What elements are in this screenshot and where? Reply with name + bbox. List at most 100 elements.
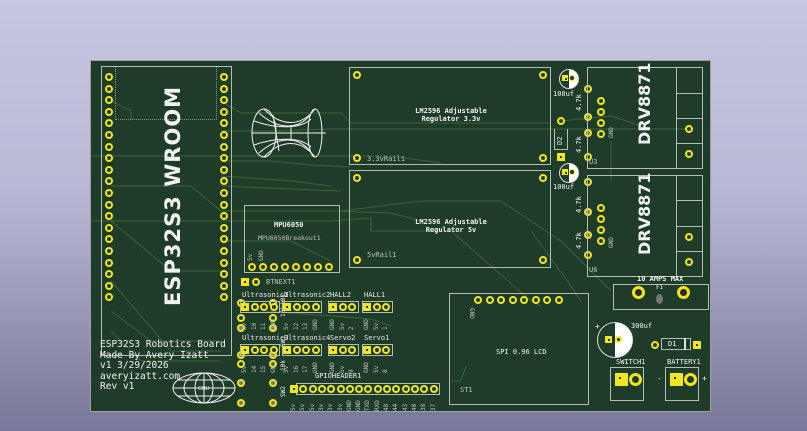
mpu6050-pin [303, 263, 311, 271]
mpu6050-title: MPU6050 [274, 221, 304, 229]
pad [569, 75, 575, 81]
pad [584, 251, 592, 259]
resistor-label: 4.7k [575, 136, 583, 153]
gpio-pin [290, 385, 298, 393]
esp32-pin [220, 281, 228, 290]
motor-driver-u3-label: DRV8871 [635, 62, 654, 145]
switch-pad[interactable] [269, 379, 277, 387]
battery-pad-negative[interactable] [670, 373, 683, 386]
mpu6050-pin-5v: 5v [247, 253, 254, 261]
header-pin-label: GND [311, 319, 319, 330]
esp32-pin [220, 293, 228, 302]
fuse-title: 10 AMPS MAX [637, 275, 684, 283]
lcd-ref: ST1 [460, 386, 473, 394]
switch-ref: SWITCH1 [616, 358, 646, 366]
esp32-pin [105, 177, 113, 186]
pad [597, 119, 605, 127]
gpio-pin-label: 43 [401, 403, 409, 411]
header-pin-label: 5v [372, 322, 380, 330]
switch-pad[interactable] [237, 314, 245, 322]
pad [597, 215, 605, 223]
lcd-pin [474, 296, 482, 304]
header-pin-label: 15 [260, 365, 267, 373]
header-outline [328, 301, 359, 313]
switch-pad[interactable] [615, 373, 628, 386]
header-label: Servo2 [330, 334, 356, 342]
pad [584, 85, 592, 93]
header-pin [363, 346, 371, 354]
header-pin [372, 346, 381, 354]
header-pin [348, 346, 356, 354]
switch-pad[interactable] [237, 379, 245, 387]
header-pin [329, 346, 337, 354]
fuse-ref: F1 [656, 284, 664, 291]
pad [562, 169, 568, 175]
regulator-5v-title-line2: Regulator 5v [425, 226, 477, 234]
header-pin-label: 5v [283, 365, 290, 373]
header-pin-label: 1 [382, 326, 389, 330]
pad [597, 108, 605, 116]
gpio-pin [401, 385, 410, 393]
switch-pad[interactable] [237, 324, 245, 332]
header-label: Ultrasonic1 [242, 291, 289, 299]
divider [676, 226, 703, 227]
motor-driver-u6-ref: U6 [589, 266, 598, 274]
gpio-pin [345, 385, 354, 393]
gpio-pin [429, 385, 438, 393]
gpio-pin-label: 3v [327, 403, 335, 411]
wormhole-logo-icon [251, 108, 326, 158]
esp32-pin [105, 73, 113, 81]
capacitor-300uf-label: 300uf [631, 322, 653, 330]
gpio-pin-label: 5v [299, 403, 307, 411]
pad [557, 153, 565, 161]
fuse-pad [677, 286, 690, 299]
lcd-pin [554, 296, 563, 304]
header-label: Servo1 [364, 334, 390, 342]
gpio-pin-label: 5v [308, 403, 316, 411]
gpio-pin [420, 385, 429, 393]
pad [353, 256, 361, 264]
resistor-label: 4.7k [575, 196, 583, 213]
globe-logo-text: GNU [198, 386, 210, 392]
pcb-board[interactable]: ESP32S3 WROOM LM2596 Adjustable [90, 60, 711, 412]
header-pin [283, 303, 291, 311]
header-pin [241, 303, 249, 311]
esp32-pin [220, 258, 228, 267]
gpio-pin-label: TXD [364, 400, 372, 411]
board-info-block: ESP32S3 Robotics Board Made By Avery Iza… [100, 339, 226, 393]
switch-pad[interactable] [237, 360, 245, 368]
switch-pad[interactable] [269, 360, 277, 368]
header-label: HALL1 [364, 291, 386, 299]
divider [676, 200, 703, 201]
esp32-pin [220, 235, 228, 244]
switch-pad[interactable] [237, 399, 245, 407]
capacitor-100uf-top-label: 100uf [553, 90, 575, 98]
pad [615, 336, 622, 343]
header-pin-label: GND [329, 319, 336, 330]
header-outline [282, 301, 322, 313]
divider [676, 118, 703, 119]
pad [584, 129, 592, 137]
header-pin-label: 12 [292, 322, 300, 330]
pad [597, 204, 605, 212]
mpu6050-pin [314, 263, 322, 271]
switch-pad[interactable] [269, 324, 277, 332]
switch-pad[interactable] [269, 399, 277, 407]
capacitor-100uf-mid-label: 100uf [553, 183, 575, 191]
switch-pad[interactable] [269, 314, 277, 322]
header-outline [240, 301, 280, 313]
esp32-pin [220, 84, 228, 93]
battery-connector-outline [665, 367, 699, 401]
diode-d1-band [684, 338, 686, 350]
gpio-pin-label: 44 [392, 403, 400, 411]
esp32-pin [105, 107, 113, 116]
pad [569, 169, 575, 175]
battery-pad-positive[interactable] [684, 373, 697, 386]
btnext-ref: BTNEXT1 [266, 278, 296, 286]
switch-pad[interactable] [629, 373, 642, 386]
esp32-pin [220, 73, 228, 81]
terminal-pad [685, 125, 693, 133]
esp32-pin [220, 189, 228, 197]
header-pin-label: 16 [292, 365, 300, 373]
